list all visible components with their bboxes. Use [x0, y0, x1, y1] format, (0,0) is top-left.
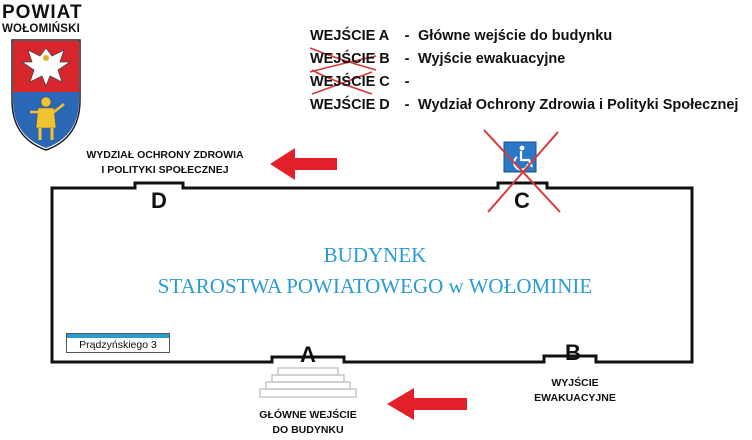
legend-desc: Wyjście ewakuacyjne [418, 51, 566, 67]
label-b-line2: EWAKUACYJNE [534, 392, 616, 404]
door-a: A [300, 342, 316, 367]
street-sign-stripe [67, 334, 169, 338]
entrance-stairs [259, 367, 357, 398]
legend-separator: - [404, 28, 410, 44]
arrow-left-icon [270, 148, 337, 180]
label-d-line1: WYDZIAŁ OCHRONY ZDROWIA [86, 149, 244, 161]
logo-subtitle: WOŁOMIŃSKI [2, 23, 81, 35]
logo-title: POWIAT [2, 2, 83, 23]
legend-row-c: WEJŚCIE C- [310, 74, 414, 90]
legend-row-a: WEJŚCIE A- Główne wejście do budynku [310, 28, 612, 44]
label-a-line2: DO BUDYNKU [272, 424, 344, 436]
street-sign-text: Prądzyńskiego 3 [79, 339, 157, 351]
label-d: WYDZIAŁ OCHRONY ZDROWIA I POLITYKI SPOŁE… [70, 148, 260, 178]
building-name-line1: BUDYNEK [323, 243, 427, 267]
building-name-line2: STAROSTWA POWIATOWEGO w WOŁOMINIE [157, 274, 593, 298]
street-sign: Prądzyńskiego 3 [66, 333, 170, 353]
door-d: D [151, 188, 167, 213]
arrow-left-icon [387, 388, 467, 420]
legend-desc: Główne wejście do budynku [418, 28, 613, 44]
legend-separator: - [404, 74, 410, 90]
cross-out-icon [483, 129, 561, 213]
label-b: WYJŚCIE EWAKUACYJNE [520, 376, 630, 406]
legend-separator: - [404, 97, 410, 113]
coat-of-arms-icon [11, 39, 81, 151]
door-b: B [565, 340, 581, 365]
legend-desc: Wydział Ochrony Zdrowia i Polityki Społe… [418, 97, 739, 113]
legend-tag: WEJŚCIE A [310, 28, 390, 44]
label-d-line2: I POLITYKI SPOŁECZNEJ [101, 164, 229, 176]
legend-row-d: WEJŚCIE D- Wydział Ochrony Zdrowia i Pol… [310, 97, 738, 113]
label-b-line1: WYJŚCIE [551, 377, 599, 389]
strike-mark-icon [309, 47, 377, 95]
label-a-line1: GŁÓWNE WEJŚCIE [259, 409, 357, 421]
legend-tag: WEJŚCIE D [310, 97, 390, 113]
building-outline [50, 181, 694, 364]
label-a: GŁÓWNE WEJŚCIE DO BUDYNKU [238, 408, 378, 438]
door-c: C [514, 188, 530, 213]
legend-separator: - [404, 51, 410, 67]
legend-tag: WEJŚCIE B [310, 51, 390, 67]
legend-tag: WEJŚCIE C [310, 74, 390, 90]
legend-row-b: WEJŚCIE B- Wyjście ewakuacyjne [310, 51, 565, 67]
